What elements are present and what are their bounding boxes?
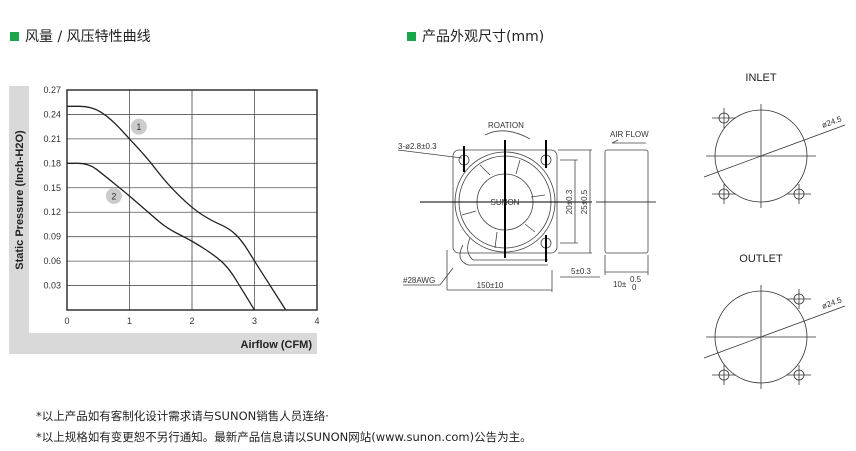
rotation-label: ROATION	[488, 121, 524, 130]
curve-section-title: 风量 / 风压特性曲线	[10, 26, 151, 46]
y-axis-label: Static Pressure (Inch-H2O)	[14, 130, 26, 270]
footer-note-1: *以上产品如有客制化设计需求请与SUNON销售人员连络·	[36, 409, 329, 423]
curve-label-1: 1	[136, 122, 141, 132]
dimension-section-title: 产品外观尺寸(mm)	[407, 26, 544, 46]
inlet-label: INLET	[745, 72, 776, 84]
airflow-label: AIR FLOW	[610, 130, 649, 139]
strip-length: 5±0.3	[571, 267, 592, 276]
tolerance-lower: 0	[632, 283, 637, 292]
plot-frame	[66, 89, 318, 311]
outlet-diameter: ø24.5	[821, 295, 844, 311]
green-square-icon	[407, 31, 416, 41]
thickness-dimension: 10±	[613, 280, 627, 289]
dimension-25: 25±0.5	[580, 189, 589, 214]
inlet-view	[703, 104, 846, 208]
tolerance-upper: 0.5	[630, 275, 642, 284]
series-2-line	[67, 162, 256, 311]
x-tick-label: 3	[252, 316, 257, 326]
green-square-icon	[10, 31, 19, 41]
curve-title-text: 风量 / 风压特性曲线	[25, 29, 151, 45]
fan-front-view	[397, 130, 600, 292]
xlabel-panel	[9, 333, 317, 354]
y-tick-label: 0.15	[43, 183, 61, 193]
dimension-20: 20±0.3	[565, 189, 574, 214]
y-tick-label: 0.12	[43, 207, 61, 217]
x-axis-label: Airflow (CFM)	[241, 339, 313, 351]
x-tick-label: 0	[64, 316, 69, 326]
fan-side-view	[596, 139, 656, 275]
outlet-label: OUTLET	[739, 253, 783, 265]
y-tick-label: 0.18	[43, 158, 61, 168]
fan-logo-text: SUNON	[491, 198, 520, 207]
x-tick-label: 4	[314, 316, 319, 326]
chart: 0 1 2 3 4 0.03 0.06 0.09 0.12 0.15 0.18 0.21 0.24 0.2…	[9, 85, 320, 354]
y-tick-label: 0.06	[43, 256, 61, 266]
curve-label-badge	[105, 187, 122, 204]
outlet-view	[703, 285, 846, 389]
hole-dimension: 3-ø2.8±0.3	[398, 142, 437, 151]
curve-label-badge	[130, 118, 147, 135]
y-tick-label: 0.24	[43, 109, 61, 119]
series-1-line	[66, 105, 287, 311]
wire-gauge: #28AWG	[403, 276, 435, 285]
curve-label-2: 2	[111, 191, 116, 201]
y-tick-label: 0.03	[43, 281, 61, 291]
wire-length: 150±10	[477, 281, 504, 290]
airflow-arrow-icon	[611, 139, 646, 144]
x-tick-label: 1	[127, 316, 132, 326]
inlet-diameter: ø24.5	[821, 114, 844, 130]
x-tick-label: 2	[189, 316, 194, 326]
y-tick-label: 0.09	[43, 232, 61, 242]
dimension-title-text: 产品外观尺寸(mm)	[422, 29, 545, 45]
footer-note-2: *以上规格如有变更恕不另行通知。最新产品信息请以SUNON网站(www.suno…	[36, 430, 532, 444]
ylabel-panel	[9, 86, 29, 354]
y-tick-label: 0.27	[43, 85, 61, 95]
y-tick-label: 0.21	[43, 134, 61, 144]
